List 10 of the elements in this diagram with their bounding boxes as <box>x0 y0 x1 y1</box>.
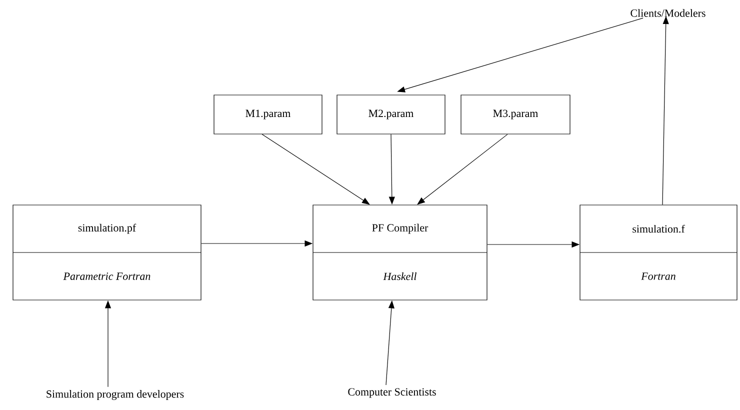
actor-label: Computer Scientists <box>348 388 436 398</box>
arrow <box>262 134 370 205</box>
actor-label: Clients/Modelers <box>630 9 706 17</box>
file-box: M1.param <box>214 94 322 134</box>
file-box: M2.param <box>336 94 446 134</box>
split-box: simulation.pf Parametric Fortran <box>12 204 202 300</box>
actor-label: Simulation program developers <box>46 390 184 400</box>
split-box: PF Compiler Haskell <box>312 204 488 300</box>
file-box: M3.param <box>460 94 570 134</box>
split-box: simulation.f Fortran <box>580 204 738 300</box>
